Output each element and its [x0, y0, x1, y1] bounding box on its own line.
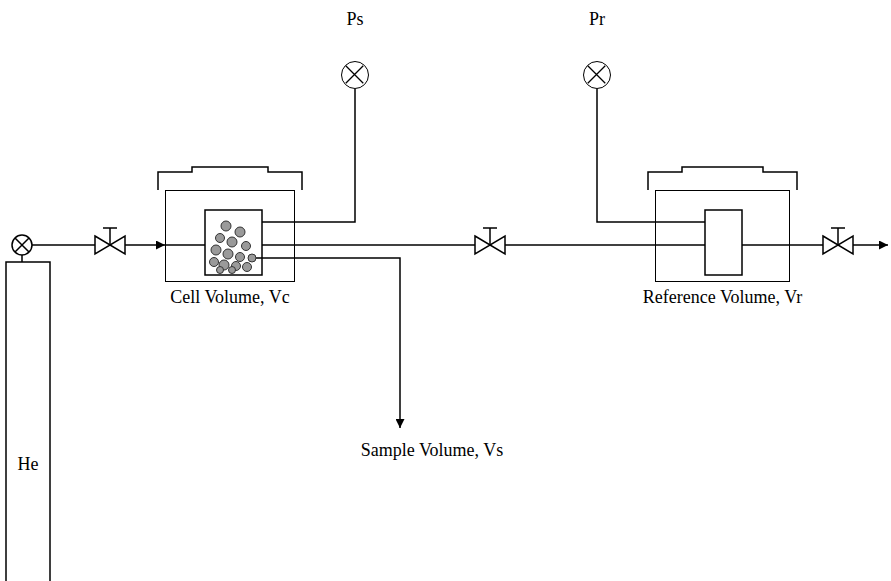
reference-vessel: Reference Volume, Vr	[655, 190, 790, 282]
helium-cylinder: He	[5, 232, 51, 581]
reference-cup	[705, 210, 742, 275]
valve-symbol	[95, 228, 125, 254]
reference-lid	[648, 167, 797, 190]
vessel-label: Reference Volume, Vr	[643, 287, 802, 308]
pipe	[655, 244, 705, 246]
pipe	[262, 244, 295, 246]
gauge-cross	[342, 62, 367, 87]
sample-label: Sample Volume, Vs	[361, 440, 504, 461]
cell-vessel: Cell Volume, Vc	[165, 190, 295, 282]
valve-symbol	[823, 228, 853, 254]
gauge-cross	[584, 62, 609, 87]
leader-line	[250, 258, 400, 428]
pipe	[165, 244, 205, 246]
pressure-gauge: Pr	[583, 61, 611, 89]
outlet-pipe	[742, 244, 888, 246]
gas-line	[597, 89, 655, 222]
pressure-gauge: Ps	[341, 61, 369, 89]
cell-lid	[158, 167, 302, 190]
valve-symbol	[475, 228, 505, 254]
pipe	[655, 221, 705, 223]
gauge-label: Pr	[589, 9, 605, 30]
sample-particles	[210, 221, 257, 274]
gas-label: He	[5, 454, 51, 475]
gas-line	[295, 89, 355, 222]
gauge-label: Ps	[346, 9, 363, 30]
sample-cup	[205, 210, 262, 275]
cylinder-outline	[5, 232, 51, 581]
vessel-label: Cell Volume, Vc	[170, 287, 290, 308]
pipe	[262, 221, 295, 223]
